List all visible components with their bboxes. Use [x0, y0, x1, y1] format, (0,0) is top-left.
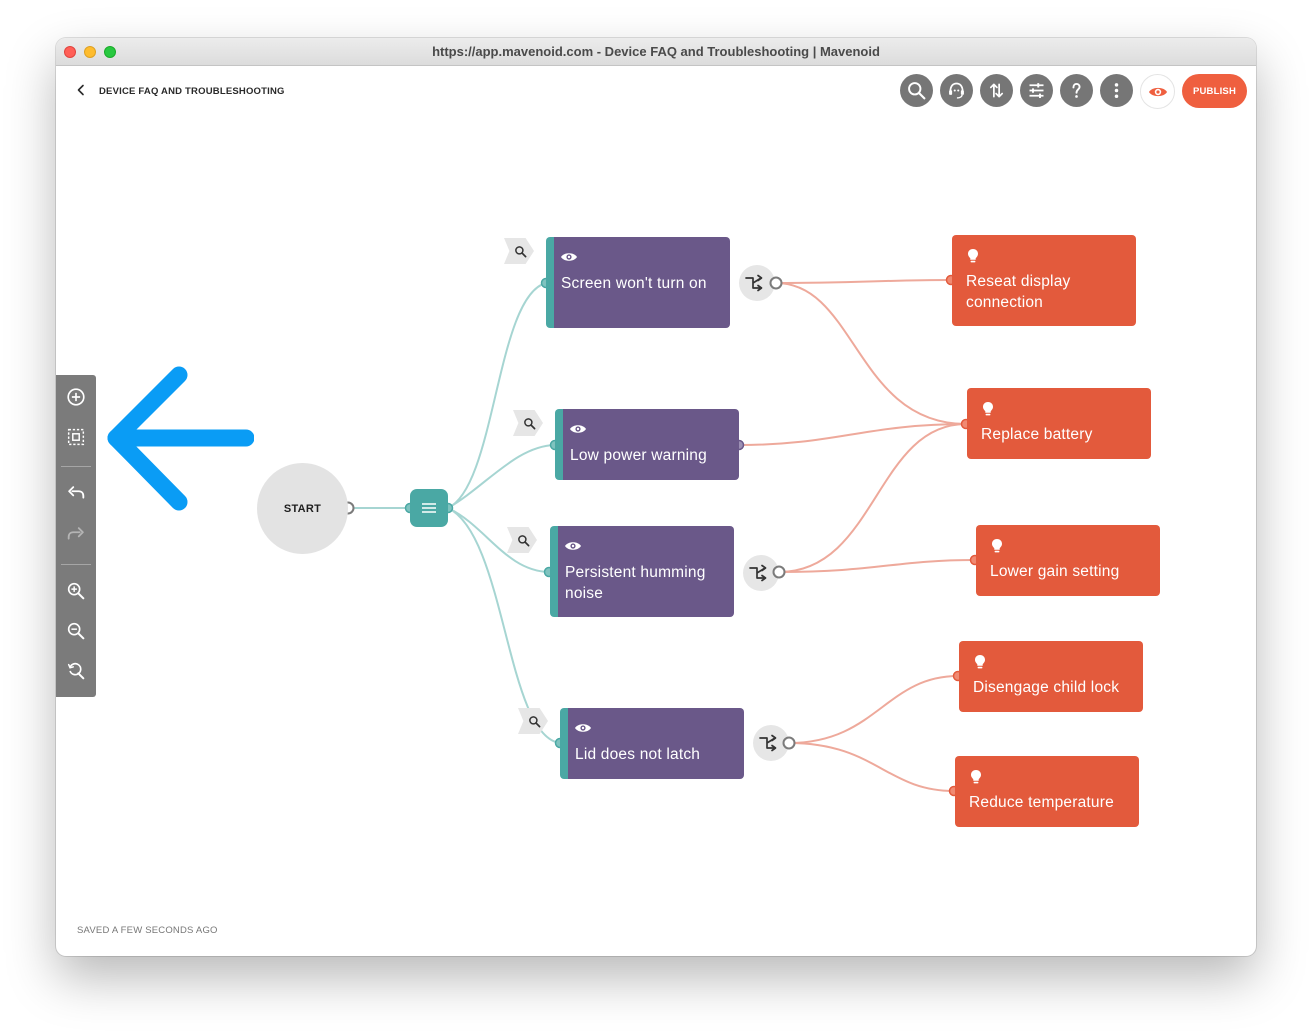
solution-node-gain[interactable]: Lower gain setting [976, 525, 1160, 596]
select-area-icon [67, 428, 85, 446]
solution-label: Lower gain setting [990, 563, 1120, 580]
annotation-arrow-icon [107, 366, 254, 511]
question-label: Lid does not latch [575, 746, 701, 763]
tools-divider [61, 564, 91, 565]
sort-button[interactable] [980, 74, 1013, 107]
help-button[interactable] [1060, 74, 1093, 107]
eye-icon [575, 724, 591, 732]
solution-node-battery[interactable]: Replace battery [967, 388, 1151, 459]
support-agent-icon [949, 82, 964, 99]
router-icon [759, 734, 777, 752]
solution-node-child-lock[interactable]: Disengage child lock [959, 641, 1143, 712]
connector-q1-s1 [775, 279, 952, 284]
menu-lines-icon [422, 503, 436, 513]
router-out-port[interactable] [782, 736, 796, 750]
browser-window: https://app.mavenoid.com - Device FAQ an… [56, 38, 1256, 956]
tune-icon [1029, 83, 1044, 98]
redo-icon [67, 527, 84, 540]
add-node-button[interactable] [64, 385, 88, 409]
start-node[interactable]: START [257, 463, 348, 554]
zoom-in-icon [67, 582, 85, 600]
preview-button[interactable] [1140, 74, 1175, 109]
question-node-lid[interactable]: Lid does not latch [560, 708, 744, 779]
zoom-out-button[interactable] [64, 619, 88, 643]
lightbulb-icon [992, 539, 1002, 553]
question-node-humming[interactable]: Persistent humming noise [550, 526, 734, 617]
connector-q3-s2 [778, 423, 967, 573]
menu-hub-node[interactable] [410, 489, 448, 527]
lightbulb-icon [971, 770, 981, 784]
settings-button[interactable] [1020, 74, 1053, 107]
solution-label: Reseat display connection [966, 273, 1071, 311]
question-node-power[interactable]: Low power warning [555, 409, 739, 480]
zoom-window-button[interactable] [104, 46, 116, 58]
flow-editor: DEVICE FAQ AND TROUBLESHOOTING [56, 66, 1256, 956]
eye-icon [570, 425, 586, 433]
lightbulb-icon [968, 249, 978, 263]
search-icon [528, 715, 540, 727]
question-label: Low power warning [570, 447, 707, 464]
zoom-in-button[interactable] [64, 579, 88, 603]
solution-node-reseat[interactable]: Reseat display connection [952, 235, 1136, 326]
salmon-connectors [738, 279, 976, 792]
support-agent-button[interactable] [940, 74, 973, 107]
question-label: Screen won't turn on [561, 275, 707, 292]
back-icon[interactable] [74, 83, 88, 97]
connector-q4-s4 [788, 675, 959, 744]
undo-icon [68, 486, 85, 499]
lightbulb-icon [983, 402, 993, 416]
teal-connectors [348, 282, 561, 744]
more-button[interactable] [1100, 74, 1133, 107]
zoom-reset-icon [67, 662, 85, 680]
eye-icon [561, 253, 577, 261]
save-status: SAVED A FEW SECONDS AGO [77, 925, 218, 936]
router-out-port[interactable] [772, 565, 786, 579]
undo-button[interactable] [64, 482, 88, 506]
page-title: DEVICE FAQ AND TROUBLESHOOTING [99, 86, 285, 97]
router-icon [745, 274, 763, 292]
solution-node-temperature[interactable]: Reduce temperature [955, 756, 1139, 827]
search-button[interactable] [900, 74, 933, 107]
minimize-window-button[interactable] [84, 46, 96, 58]
connector-q1-s2 [775, 282, 967, 425]
preview-eye-icon [1148, 87, 1167, 96]
connector-hub-q3 [447, 507, 550, 573]
question-node-screen[interactable]: Screen won't turn on [546, 237, 730, 328]
solution-label: Reduce temperature [969, 794, 1114, 811]
search-icon [514, 245, 526, 257]
sort-arrows-icon [989, 83, 1004, 98]
connector-q4-s5 [788, 742, 955, 792]
title-bar: https://app.mavenoid.com - Device FAQ an… [56, 38, 1256, 66]
connector-hub-q2 [447, 444, 556, 509]
search-icon [517, 534, 529, 546]
more-vertical-icon [1114, 83, 1119, 98]
add-node-icon [67, 388, 85, 406]
router-icon [749, 564, 767, 582]
close-window-button[interactable] [64, 46, 76, 58]
zoom-reset-button[interactable] [64, 659, 88, 683]
lightbulb-icon [975, 655, 985, 669]
canvas-tools-panel [56, 375, 96, 697]
connector-q2-s2 [738, 423, 967, 446]
eye-icon [565, 542, 581, 550]
zoom-out-icon [67, 622, 85, 640]
publish-button[interactable]: PUBLISH [1182, 74, 1247, 108]
tools-divider [61, 466, 91, 467]
search-icon [908, 82, 926, 100]
help-icon [1072, 82, 1081, 98]
window-title: https://app.mavenoid.com - Device FAQ an… [432, 44, 880, 59]
solution-label: Disengage child lock [973, 679, 1120, 696]
connector-hub-q4 [447, 507, 561, 744]
question-label: Persistent humming noise [565, 564, 706, 602]
select-area-button[interactable] [64, 425, 88, 449]
connector-hub-q1 [447, 282, 547, 509]
search-icon [523, 417, 535, 429]
connector-q3-s3 [778, 559, 976, 573]
solution-label: Replace battery [981, 426, 1093, 443]
router-node[interactable] [739, 265, 775, 301]
router-out-port[interactable] [769, 276, 783, 290]
redo-button[interactable] [64, 523, 88, 547]
